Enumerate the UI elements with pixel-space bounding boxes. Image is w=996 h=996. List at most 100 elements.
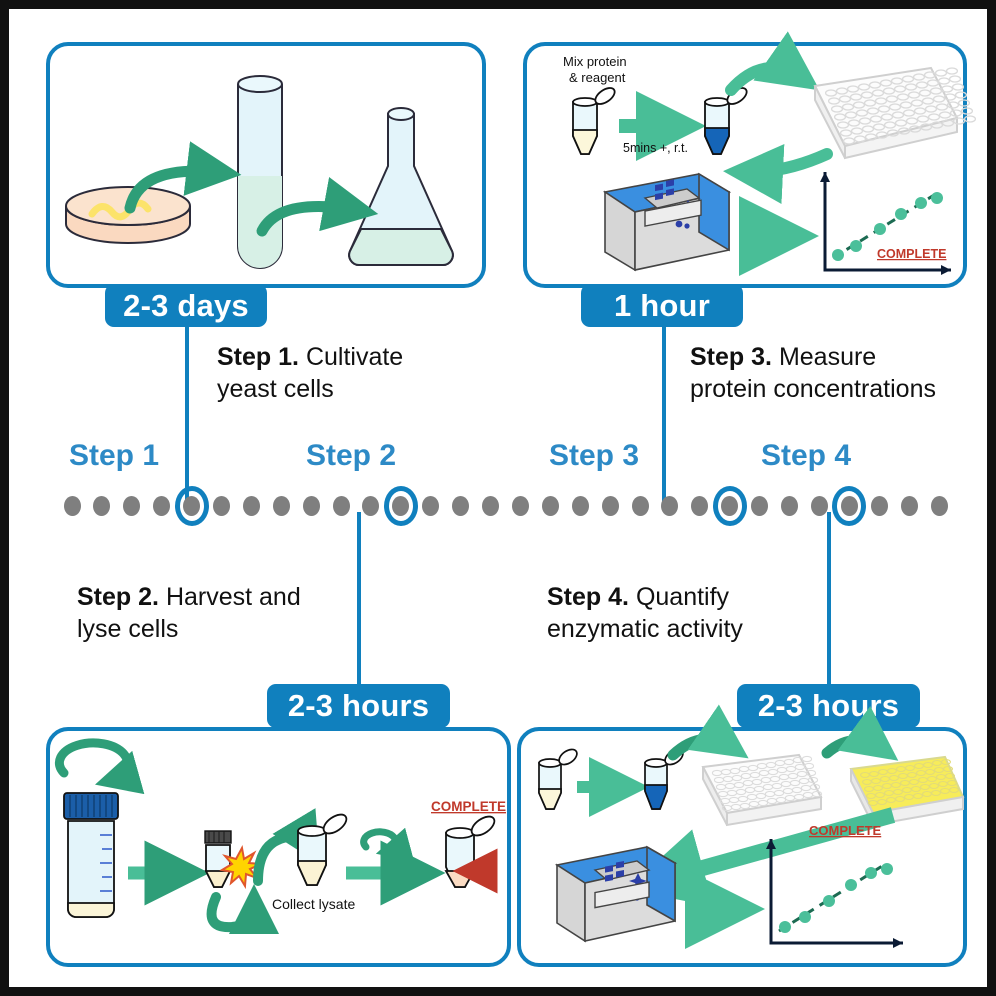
standard-curve: COMPLETE [766,823,903,948]
panel-step4: COMPLETE [517,704,967,967]
rotate-icon [54,738,145,795]
label-complete: COMPLETE [809,823,882,838]
timeline-dot [810,496,828,516]
desc-step1-line1: Cultivate [305,343,404,371]
standard-curve: COMPLETE [820,172,951,275]
diagram-stage: 2-3 days Step 1. Cultivate yeast cells M… [9,9,987,987]
desc-step2-line2: lyse cells [77,615,179,643]
enzymatic-activity-illustration: COMPLETE [521,704,965,963]
timeline-marker-step4[interactable] [832,486,867,526]
label-mix-protein: Mix protein [563,54,627,69]
connector-step1 [185,327,189,503]
arrow-tube-to-plate [725,31,820,96]
harvest-lyse-illustration: Collect lysate COMPLETE [50,731,507,963]
arrow-loop-down [206,884,279,935]
falcon-tube [63,792,119,918]
timeline-dot [571,496,589,516]
desc-step4-line1: Quantify [635,583,730,611]
arrow-tube-to-plate [667,704,749,761]
timeline-label-step4: Step 4 [761,439,852,472]
timeline-dot [212,496,230,516]
connector-step2 [357,512,361,684]
timeline-dot [302,496,320,516]
timeline-dot [452,496,470,516]
timeline-dot [751,496,769,516]
timeline-dot [511,496,529,516]
timeline-label-step3: Step 3 [549,439,640,472]
panel-step2: Collect lysate COMPLETE [46,727,511,967]
desc-step2-line1: Harvest and [165,583,301,611]
arrow-tube-to-flask [256,177,379,237]
timeline-dot [242,496,260,516]
timeline-dots [9,485,996,529]
timeline-dot [332,496,350,516]
timeline-dot [781,496,799,516]
desc-step4-title: Step 4. [547,583,629,611]
timeline-dot [541,496,559,516]
label-complete: COMPLETE [431,799,506,814]
desc-step3-line2: protein concentrations [690,375,936,403]
timeline-dot [123,496,141,516]
timeline-dot [661,496,679,516]
timeline-marker-step2[interactable] [383,486,418,526]
erlenmeyer-flask [348,107,454,266]
rotate-small-icon [360,827,415,862]
microtube-1 [572,87,616,155]
timeline-label-step2: Step 2 [306,439,397,472]
badge-step1: 2-3 days [105,284,267,327]
microplate [813,66,977,160]
timeline-dot [631,496,649,516]
desc-step1-line2: yeast cells [217,375,334,403]
timeline-dot [482,496,500,516]
panel-step3: Mix protein & reagent 5mins +, r.t. [523,31,977,288]
timeline-label-step1: Step 1 [69,439,160,472]
desc-step1: Step 1. Cultivate yeast cells [217,341,517,405]
desc-step3-title: Step 3. [690,343,772,371]
timeline-dot [362,496,380,516]
desc-step2: Step 2. Harvest and lyse cells [77,581,407,645]
timeline-dot [900,496,918,516]
desc-step4-line2: enzymatic activity [547,615,743,643]
protein-quantification-illustration: Mix protein & reagent 5mins +, r.t. [527,31,977,284]
timeline-marker-step3[interactable] [712,486,747,526]
test-tube [237,75,283,269]
timeline-dot [153,496,171,516]
desc-step3-line1: Measure [778,343,877,371]
desc-step2-title: Step 2. [77,583,159,611]
microtube-blue [704,87,748,155]
microtube-lysate [297,813,348,886]
badge-step3: 1 hour [581,284,743,327]
connector-step4 [827,512,831,684]
timeline-marker-step1[interactable] [174,486,209,526]
microplate-yellow [849,755,965,827]
label-and-reagent: & reagent [569,70,626,85]
timeline-dot [870,496,888,516]
label-complete: COMPLETE [877,247,946,261]
timeline-dot [601,496,619,516]
timeline-dot [93,496,111,516]
label-collect-lysate: Collect lysate [272,896,355,912]
microtube-blue [644,748,684,810]
arrow-plate-to-reader [723,144,833,204]
arrow-dish-to-tube [124,141,242,214]
petri-dish [65,186,191,244]
badge-step4: 2-3 hours [737,684,920,728]
connector-step3 [662,327,666,503]
timeline-dot [422,496,440,516]
timeline-dot [691,496,709,516]
cultivate-yeast-illustration [50,46,482,284]
panel-step1 [46,42,486,288]
plate-reader [554,845,678,943]
microtube-lysis [204,830,265,890]
timeline-dot [63,496,81,516]
microplate [701,753,823,827]
badge-step2: 2-3 hours [267,684,450,728]
burst-icon [219,845,265,890]
desc-step3: Step 3. Measure protein concentrations [690,341,996,405]
label-5mins: 5mins +, r.t. [623,141,688,155]
timeline-dot [272,496,290,516]
arrow-plate-to-yellow [821,706,899,761]
plate-reader [602,172,732,272]
desc-step1-title: Step 1. [217,343,299,371]
